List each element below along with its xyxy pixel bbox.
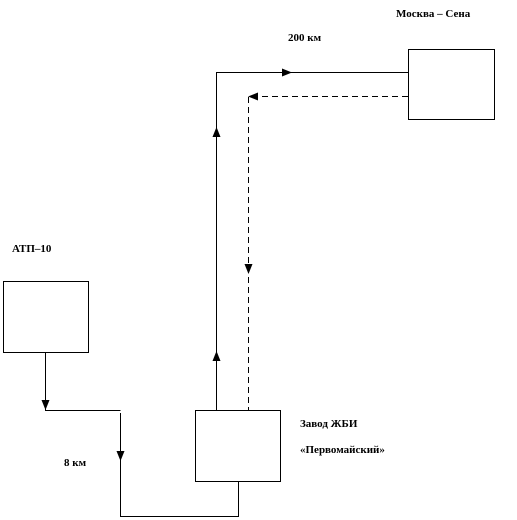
box-moscow-sena: [408, 49, 495, 120]
arrow-right-top: [282, 68, 292, 77]
label-moscow-sena: Москва – Сена: [396, 8, 471, 20]
box-atp10: [3, 281, 89, 353]
route-atp-top-line: [45, 352, 121, 411]
arrow-down-atp: [41, 400, 50, 410]
label-distance-8: 8 км: [64, 457, 87, 469]
label-factory-quote: «Первомайский»: [300, 444, 385, 456]
arrow-down-return: [244, 264, 253, 274]
route-atp-bottom-line: [120, 413, 239, 517]
route-loaded-line: [216, 72, 408, 410]
label-distance-200: 200 км: [288, 32, 322, 44]
label-factory-name: Завод ЖБИ: [300, 418, 358, 430]
box-factory: [195, 410, 281, 482]
arrow-left-return: [248, 92, 258, 101]
label-atp10: АТП–10: [12, 243, 52, 255]
arrow-up-lower: [212, 351, 221, 361]
route-return-line: [248, 96, 408, 410]
arrow-down-short: [116, 451, 125, 461]
arrow-up-upper: [212, 127, 221, 137]
